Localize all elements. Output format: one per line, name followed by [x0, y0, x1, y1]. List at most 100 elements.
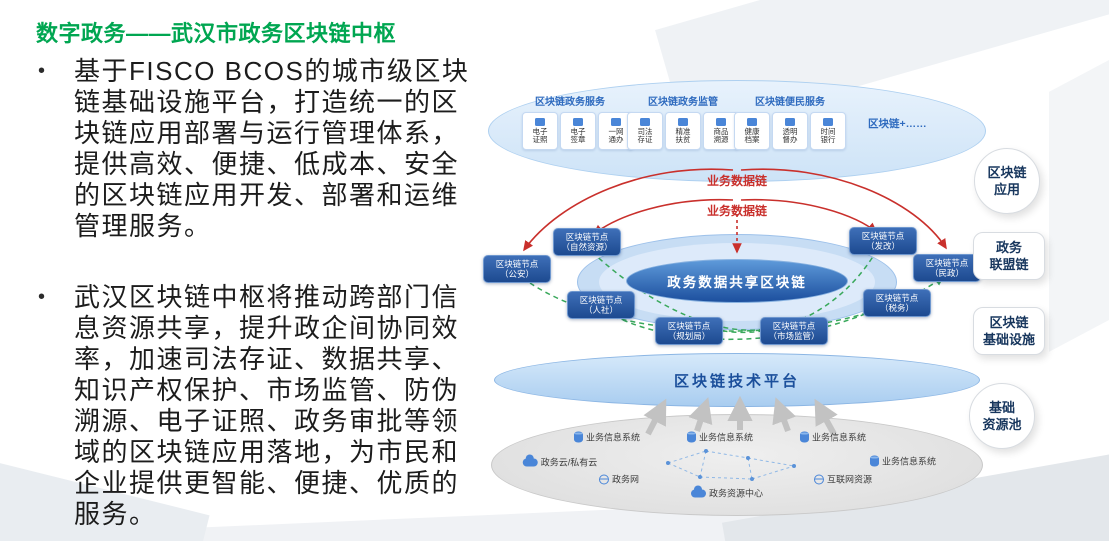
- service-group-header: 区块链政务服务: [535, 97, 605, 108]
- data-chain-label: 业务数据链: [706, 174, 767, 188]
- database-icon: [799, 431, 809, 443]
- node-org: （规划局）: [667, 331, 711, 341]
- node-name: 区块链节点: [772, 321, 816, 331]
- document-icon: [678, 117, 688, 126]
- node-org: （税务）: [879, 303, 914, 313]
- blockchain-node-human-resources: 区块链节点（人社）: [567, 291, 635, 319]
- cloud-icon: [690, 485, 706, 497]
- platform-label: 区块链技术平台: [673, 372, 800, 390]
- service-item-label: 电子证照: [532, 126, 548, 144]
- node-name: 区块链节点: [667, 321, 711, 331]
- service-item-label: 透明督办: [782, 126, 798, 144]
- document-icon: [611, 117, 621, 126]
- bullet-item: 基于FISCO BCOS的城市级区块链基础设施平台，打造统一的区块链应用部署与运…: [38, 56, 474, 242]
- service-item-label: 商品溯源: [713, 126, 729, 144]
- resource-item: 互联网资源: [813, 473, 873, 486]
- bullet-text: 基于FISCO BCOS的城市级区块链基础设施平台，打造统一的区块链应用部署与运…: [74, 56, 470, 241]
- resource-item: 业务信息系统: [869, 455, 937, 468]
- service-item: 电子签章: [560, 112, 596, 150]
- side-label-blockchain-application: 区块链 应用: [974, 148, 1040, 214]
- resource-layer-ellipse: [491, 414, 983, 516]
- side-label-line: 区块链: [989, 315, 1029, 330]
- service-group-header: 区块链便民服务: [755, 97, 825, 108]
- resource-item: 业务信息系统: [799, 431, 867, 444]
- side-label-line: 联盟链: [989, 257, 1029, 272]
- service-item: 透明督办: [772, 112, 808, 150]
- blockchain-node-development-reform: 区块链节点（发改）: [849, 227, 917, 255]
- slide-title: 数字政务——武汉市政务区块链中枢: [36, 21, 397, 46]
- resource-label: 政务网: [611, 474, 640, 485]
- resource-label: 业务信息系统: [881, 456, 937, 467]
- side-label-line: 应用: [993, 182, 1020, 197]
- service-item: 电子证照: [522, 112, 558, 150]
- platform-ellipse: 区块链技术平台: [494, 353, 980, 407]
- document-icon: [640, 117, 650, 126]
- side-label-gov-consortium-chain: 政务 联盟链: [973, 232, 1045, 280]
- resource-label: 业务信息系统: [811, 432, 867, 443]
- service-item-label: 精准扶贫: [675, 126, 691, 144]
- service-item: 健康档案: [734, 112, 770, 150]
- bullet-list: 基于FISCO BCOS的城市级区块链基础设施平台，打造统一的区块链应用部署与运…: [38, 56, 474, 530]
- data-chain-label: 业务数据链: [706, 204, 767, 218]
- document-icon: [716, 117, 726, 126]
- shared-chain-ellipse: 政务数据共享区块链: [626, 259, 848, 303]
- document-icon: [823, 117, 833, 126]
- resource-label: 政务资源中心: [708, 488, 764, 499]
- node-org: （自然资源）: [561, 242, 613, 252]
- blockchain-node-planning: 区块链节点（规划局）: [655, 317, 723, 345]
- network-icon: [598, 474, 609, 484]
- database-icon: [869, 455, 879, 467]
- blockchain-node-public-security: 区块链节点（公安）: [483, 255, 551, 283]
- document-icon: [535, 117, 545, 126]
- node-org: （市场监管）: [768, 331, 820, 341]
- resource-item: 政务资源中心: [690, 485, 764, 500]
- database-icon: [573, 431, 583, 443]
- shared-chain-label: 政务数据共享区块链: [667, 275, 807, 290]
- resource-label: 政务云/私有云: [540, 457, 598, 468]
- service-group-header: 区块链政务监管: [648, 97, 718, 108]
- document-icon: [747, 117, 757, 126]
- service-item-label: 电子签章: [570, 126, 586, 144]
- node-name: 区块链节点: [875, 293, 919, 303]
- service-item-label: 一网通办: [608, 126, 624, 144]
- bullet-item: 武汉区块链中枢将推动跨部门信息资源共享，提升政企间协同效率，加速司法存证、数据共…: [38, 282, 474, 530]
- service-item: 司法存证: [627, 112, 663, 150]
- node-name: 区块链节点: [861, 231, 905, 241]
- node-org: （人社）: [583, 305, 618, 315]
- blockchain-node-natural-resources: 区块链节点（自然资源）: [553, 228, 621, 256]
- side-label-line: 区块链: [987, 165, 1027, 180]
- blockchain-node-civil-affairs: 区块链节点（民政）: [913, 254, 981, 282]
- node-name: 区块链节点: [565, 232, 609, 242]
- service-item: 时间银行: [810, 112, 846, 150]
- blockchain-plus-label: 区块链+……: [868, 118, 927, 130]
- resource-item: 政务网: [598, 473, 640, 486]
- side-label-blockchain-infrastructure: 区块链 基础设施: [973, 307, 1045, 355]
- side-label-line: 基础: [988, 400, 1015, 415]
- background-decoration: [1049, 28, 1109, 352]
- service-item-label: 健康档案: [744, 126, 760, 144]
- service-item-label: 司法存证: [637, 126, 653, 144]
- service-item: 精准扶贫: [665, 112, 701, 150]
- node-org: （发改）: [865, 241, 900, 251]
- node-name: 区块链节点: [579, 295, 623, 305]
- node-org: （民政）: [929, 268, 964, 278]
- bullet-text: 武汉区块链中枢将推动跨部门信息资源共享，提升政企间协同效率，加速司法存证、数据共…: [74, 282, 460, 529]
- resource-label: 业务信息系统: [585, 432, 641, 443]
- network-icon: [813, 474, 824, 484]
- database-icon: [686, 431, 696, 443]
- node-name: 区块链节点: [925, 258, 969, 268]
- blockchain-node-taxation: 区块链节点（税务）: [863, 289, 931, 317]
- document-icon: [785, 117, 795, 126]
- side-label-line: 基础设施: [982, 332, 1035, 347]
- document-icon: [573, 117, 583, 126]
- resource-label: 互联网资源: [826, 474, 873, 485]
- resource-item: 业务信息系统: [573, 431, 641, 444]
- node-name: 区块链节点: [495, 259, 539, 269]
- side-label-line: 资源池: [982, 417, 1022, 432]
- resource-item: 业务信息系统: [686, 431, 754, 444]
- node-org: （公安）: [499, 269, 534, 279]
- blockchain-node-market-regulation: 区块链节点（市场监管）: [760, 317, 828, 345]
- service-item-label: 时间银行: [820, 126, 836, 144]
- resource-label: 业务信息系统: [698, 432, 754, 443]
